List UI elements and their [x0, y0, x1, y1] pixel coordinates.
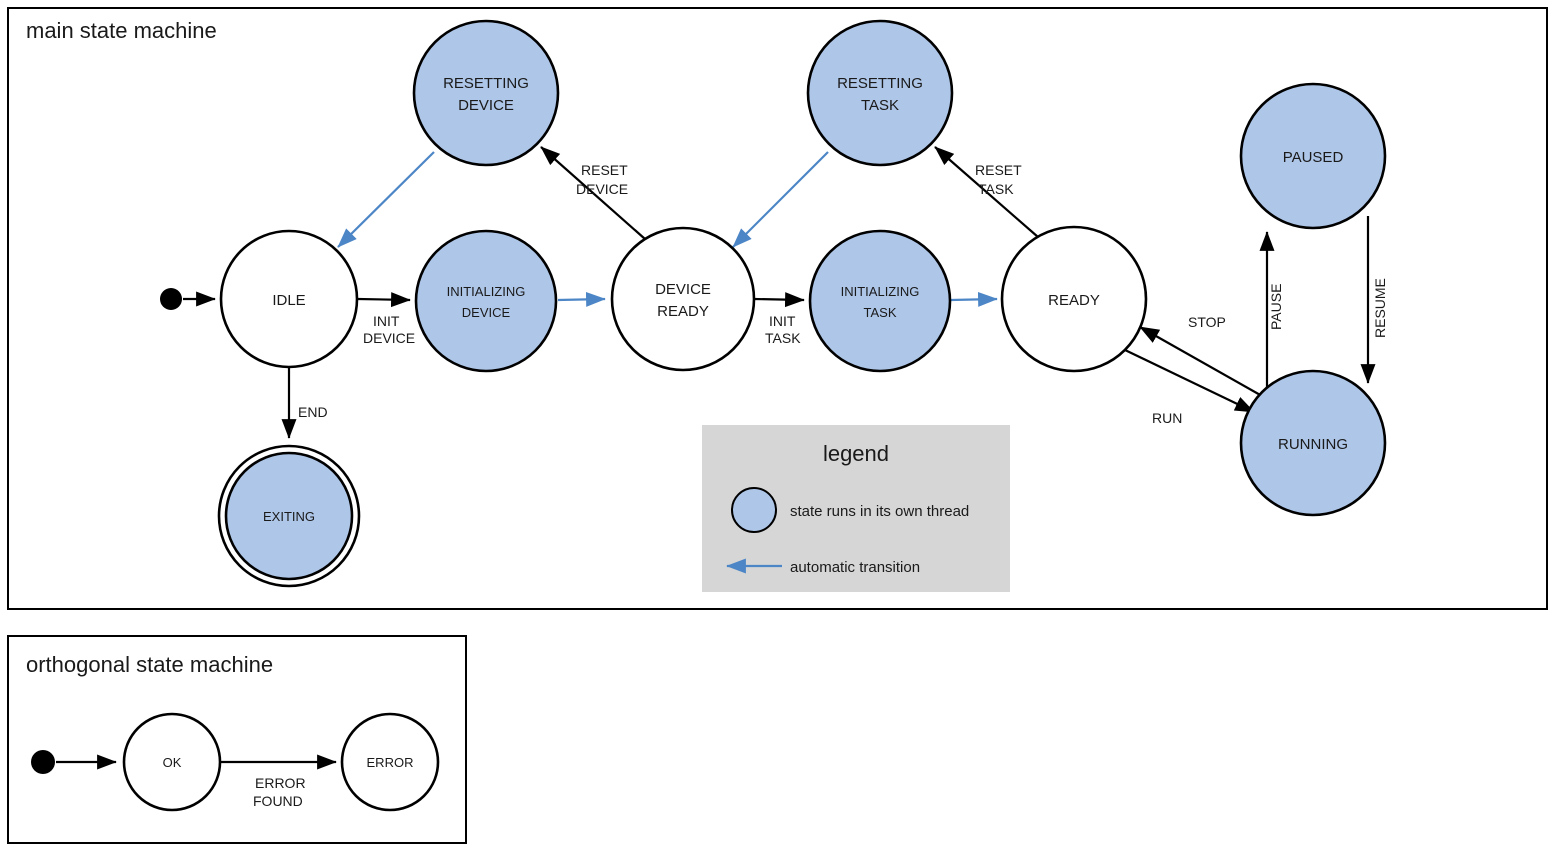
state-label-initializing-device-line1: INITIALIZING: [447, 284, 526, 299]
state-node-idle[interactable]: IDLE: [219, 229, 359, 369]
state-node-error[interactable]: ERROR: [340, 712, 440, 812]
transition-ready-to-running: [1124, 349, 1255, 413]
transition-label-error-found-line1: ERROR: [255, 775, 306, 791]
state-node-ok[interactable]: OK: [122, 712, 222, 812]
state-circle-ready[interactable]: [1000, 225, 1148, 373]
state-label-resetting-device-line1: RESETTING: [443, 75, 529, 92]
transition-label-init-device-line2: DEVICE: [363, 330, 415, 346]
state-label-initializing-task-line2: TASK: [864, 305, 897, 320]
transition-label-resume: RESUME: [1372, 278, 1388, 338]
state-circle-initializing-device[interactable]: [414, 229, 558, 373]
state-label-ready: READY: [1048, 292, 1100, 309]
orthogonal-frame-title: orthogonal state machine: [26, 652, 273, 677]
main-frame-title: main state machine: [26, 18, 217, 43]
legend-item-thread-label: state runs in its own thread: [790, 503, 969, 520]
state-node-initializing-device[interactable]: INITIALIZING DEVICE: [414, 229, 558, 373]
transition-device-ready-to-initializing-task: [753, 292, 805, 308]
transition-label-error-found-line2: FOUND: [253, 793, 303, 809]
state-label-running: RUNNING: [1278, 436, 1348, 453]
state-label-resetting-device-line2: DEVICE: [458, 97, 514, 114]
state-circle-resetting-device[interactable]: [412, 19, 560, 167]
transition-label-reset-device-line2: DEVICE: [576, 181, 628, 197]
state-label-resetting-task-line1: RESETTING: [837, 75, 923, 92]
state-circle-exiting[interactable]: [224, 451, 354, 581]
transition-device-ready-to-resetting-device: [540, 146, 646, 240]
transition-label-init-task-line2: TASK: [765, 330, 801, 346]
initial-state-dot-main[interactable]: [160, 288, 182, 310]
transition-resetting-device-to-idle: [337, 151, 435, 248]
transition-initializing-device-to-device-ready: [557, 291, 606, 307]
legend-thread-circle-icon: [731, 487, 777, 533]
state-label-paused: PAUSED: [1283, 149, 1344, 166]
state-label-exiting: EXITING: [263, 509, 315, 524]
initial-state-dot-orthogonal[interactable]: [31, 750, 55, 774]
orthogonal-transitions-layer: ERROR FOUND: [56, 754, 337, 809]
transition-idle-to-initializing-device: [357, 292, 411, 308]
main-transitions-layer: INIT DEVICE RESET DEVICE INIT TASK RESET…: [183, 146, 1388, 439]
state-label-device-ready-line2: READY: [657, 303, 709, 320]
state-circle-idle[interactable]: [219, 229, 359, 369]
transition-label-end: END: [298, 404, 328, 420]
transition-label-reset-task-line1: RESET: [975, 162, 1022, 178]
transition-ready-to-resetting-task: [934, 146, 1039, 238]
state-circle-paused[interactable]: [1239, 82, 1387, 230]
transition-running-to-ready: [1139, 326, 1263, 397]
state-node-running[interactable]: RUNNING: [1239, 369, 1387, 517]
state-node-resetting-task[interactable]: RESETTING TASK: [806, 19, 954, 167]
legend-title: legend: [823, 441, 889, 466]
transition-label-init-device-line1: INIT: [373, 313, 400, 329]
transition-label-reset-task-line2: TASK: [978, 181, 1014, 197]
state-label-initializing-device-line2: DEVICE: [462, 305, 511, 320]
state-circle-error[interactable]: [340, 712, 440, 812]
state-circle-running[interactable]: [1239, 369, 1387, 517]
legend-item-auto-label: automatic transition: [790, 559, 920, 576]
state-node-paused[interactable]: PAUSED: [1239, 82, 1387, 230]
state-node-initializing-task[interactable]: INITIALIZING TASK: [808, 229, 952, 373]
state-node-exiting[interactable]: EXITING: [217, 444, 361, 588]
state-node-device-ready[interactable]: DEVICE READY: [610, 226, 756, 372]
state-circle-device-ready[interactable]: [610, 226, 756, 372]
state-circle-resetting-task[interactable]: [806, 19, 954, 167]
transition-label-stop: STOP: [1188, 314, 1226, 330]
state-label-idle: IDLE: [272, 292, 305, 309]
state-label-error: ERROR: [367, 755, 414, 770]
state-final-outer-ring-exiting: [217, 444, 361, 588]
legend-panel: legend state runs in its own thread auto…: [702, 425, 1010, 592]
state-circle-ok[interactable]: [122, 712, 222, 812]
state-label-initializing-task-line1: INITIALIZING: [841, 284, 920, 299]
state-label-device-ready-line1: DEVICE: [655, 281, 711, 298]
orthogonal-states-layer: OK ERROR: [31, 712, 440, 812]
transition-label-init-task-line1: INIT: [769, 313, 796, 329]
transition-initializing-task-to-ready: [950, 291, 998, 307]
state-node-resetting-device[interactable]: RESETTING DEVICE: [412, 19, 560, 167]
state-circle-initializing-task[interactable]: [808, 229, 952, 373]
transition-label-pause: PAUSE: [1268, 284, 1284, 330]
main-states-layer: IDLE RESETTING DEVICE INITIALIZING DEVIC…: [160, 19, 1387, 588]
state-node-ready[interactable]: READY: [1000, 225, 1148, 373]
transition-label-reset-device-line1: RESET: [581, 162, 628, 178]
transition-label-run: RUN: [1152, 410, 1182, 426]
state-label-ok: OK: [163, 755, 182, 770]
transition-resetting-task-to-device-ready: [732, 151, 829, 248]
state-label-resetting-task-line2: TASK: [861, 97, 899, 114]
